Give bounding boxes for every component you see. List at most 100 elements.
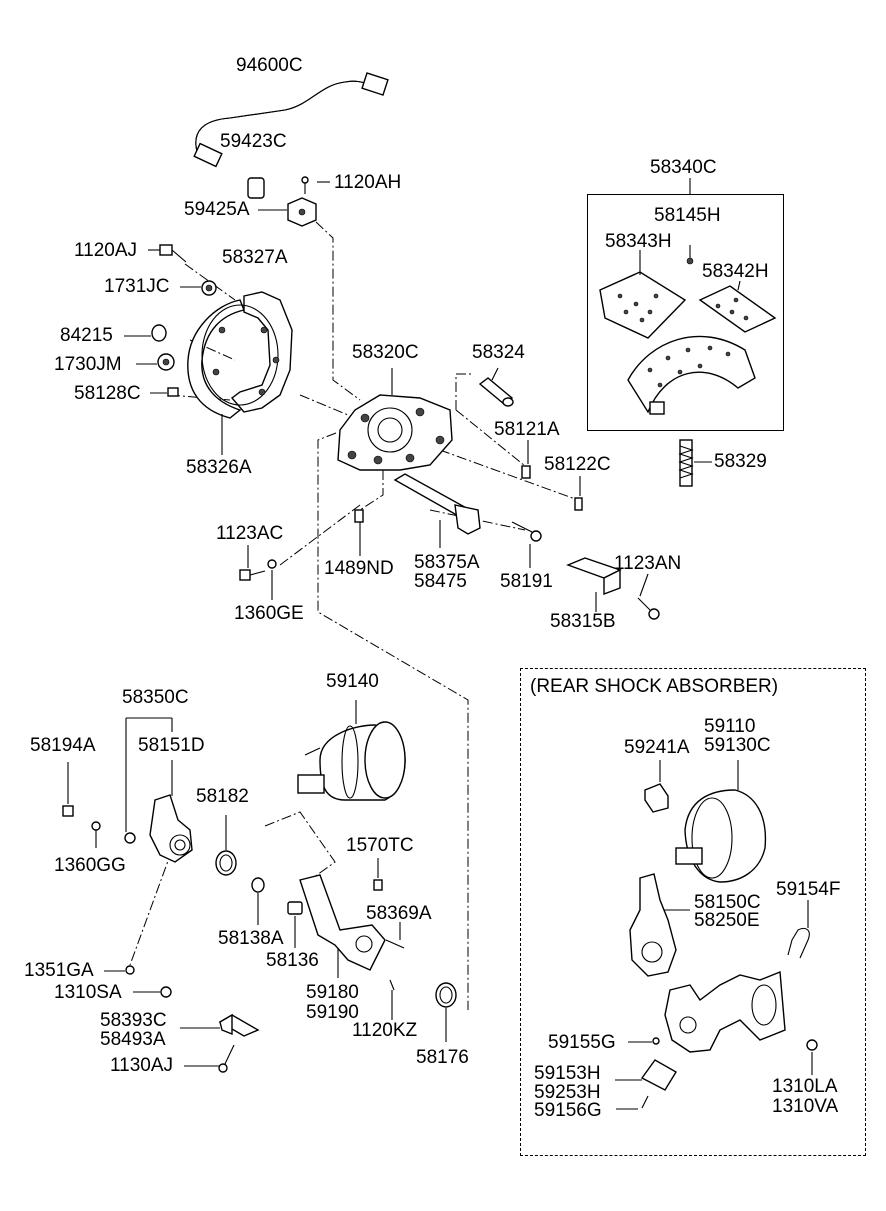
part-label-1310la[interactable]: 1310LA (772, 1076, 838, 1097)
part-label-1123ac[interactable]: 1123AC (216, 523, 284, 544)
part-label-58145h[interactable]: 58145H (654, 205, 721, 226)
fitting-59241a-drawing (644, 783, 669, 813)
nut-1310la-drawing (806, 1039, 818, 1051)
part-label-58138a[interactable]: 58138A (218, 928, 284, 949)
part-label-59425a[interactable]: 59425A (184, 199, 250, 220)
part-label-1120aj[interactable]: 1120AJ (74, 240, 138, 261)
part-label-58343h[interactable]: 58343H (605, 231, 672, 252)
part-label-1351ga[interactable]: 1351GA (24, 960, 94, 981)
pin-58324-drawing (478, 377, 514, 407)
backing-plate-drawing (187, 291, 293, 419)
part-label-59130c[interactable]: 59130C (704, 735, 771, 756)
bracket-59153h-drawing (640, 1059, 677, 1091)
brake-lining-drawing (599, 257, 777, 415)
part-label-58176[interactable]: 58176 (416, 1047, 469, 1068)
part-label-58350c[interactable]: 58350C (122, 687, 189, 708)
ring-58138a-drawing (251, 877, 265, 893)
bushing-58136-drawing (287, 901, 303, 915)
part-label-59155g[interactable]: 59155G (548, 1032, 616, 1053)
bolt-1123an-drawing (637, 597, 660, 620)
part-label-59140[interactable]: 59140 (326, 671, 379, 692)
u-bolt-59154f-drawing (787, 927, 810, 959)
part-label-58128c[interactable]: 58128C (74, 383, 141, 404)
washer-84215-drawing (151, 324, 167, 342)
part-label-1360ge[interactable]: 1360GE (234, 603, 304, 624)
part-label-58182[interactable]: 58182 (196, 786, 249, 807)
part-label-1120ah[interactable]: 1120AH (334, 172, 402, 193)
part-label-59156g[interactable]: 59156G (534, 1100, 602, 1121)
part-label-58315b[interactable]: 58315B (550, 611, 616, 632)
nut-59155g-drawing (652, 1037, 660, 1045)
part-label-84215[interactable]: 84215 (60, 325, 113, 346)
screw-1120ah-drawing (301, 176, 309, 194)
part-label-58250e[interactable]: 58250E (694, 910, 760, 931)
rear-chamber-59110-drawing (675, 789, 767, 883)
pin-58128c-drawing (167, 387, 179, 397)
spring-58329-drawing (678, 439, 694, 487)
part-label-1120kz[interactable]: 1120KZ (352, 1020, 418, 1041)
spider-58320c-drawing (337, 394, 453, 471)
part-label-58327a[interactable]: 58327A (222, 247, 288, 268)
screw-59156g-drawing (641, 1095, 649, 1109)
part-label-58121a[interactable]: 58121A (494, 419, 560, 440)
brake-chamber-59140-drawing (297, 721, 406, 801)
part-label-59423c[interactable]: 59423C (220, 131, 287, 152)
part-label-1310sa[interactable]: 1310SA (54, 982, 122, 1003)
bracket-59180-rear-drawing (664, 970, 786, 1053)
part-label-58493a[interactable]: 58493A (100, 1029, 166, 1050)
part-label-58136[interactable]: 58136 (266, 950, 319, 971)
bracket-58393c-drawing (218, 1013, 260, 1037)
rear-shock-absorber-box (520, 668, 866, 1156)
sleeve-drawing (247, 177, 265, 199)
screw-1130aj-drawing (218, 1044, 235, 1073)
part-label-59154f[interactable]: 59154F (776, 879, 841, 900)
slack-adjuster-58350c-drawing (124, 794, 193, 863)
clip-58121a-drawing (521, 465, 531, 479)
bolt-58191-drawing (511, 521, 542, 542)
part-label-1731jc[interactable]: 1731JC (104, 276, 170, 297)
screw-1120kz-drawing (389, 979, 395, 991)
part-label-59190[interactable]: 59190 (306, 1002, 359, 1023)
part-label-1360gg[interactable]: 1360GG (54, 855, 126, 876)
part-label-59253h[interactable]: 59253H (534, 1082, 601, 1103)
screw-58369a-drawing (385, 939, 405, 949)
part-label-59110[interactable]: 59110 (704, 716, 756, 737)
part-label-58369a[interactable]: 58369A (366, 903, 432, 924)
part-label-58320c[interactable]: 58320C (352, 342, 419, 363)
part-label-58151d[interactable]: 58151D (138, 735, 205, 756)
part-label-1730jm[interactable]: 1730JM (54, 354, 122, 375)
plate-58315b-drawing (566, 557, 622, 596)
part-label-58191[interactable]: 58191 (500, 571, 553, 592)
part-label-58340c[interactable]: 58340C (650, 157, 717, 178)
part-label-58324[interactable]: 58324 (472, 342, 525, 363)
part-label-1489nd[interactable]: 1489ND (324, 558, 394, 579)
sensor-cable-drawing (193, 72, 389, 168)
part-label-58194a[interactable]: 58194A (30, 735, 96, 756)
part-label-59180[interactable]: 59180 (306, 982, 359, 1003)
part-label-94600c[interactable]: 94600C (236, 55, 303, 76)
part-label-58475[interactable]: 58475 (414, 571, 467, 592)
cap-1360gg-drawing (91, 821, 101, 831)
camshaft-58375a-drawing (393, 473, 481, 535)
ring-58182-drawing (215, 850, 237, 876)
part-label-1570tc[interactable]: 1570TC (346, 835, 414, 856)
part-label-1123an[interactable]: 1123AN (614, 553, 682, 574)
part-label-58393c[interactable]: 58393C (100, 1010, 167, 1031)
part-label-58326a[interactable]: 58326A (186, 457, 252, 478)
nut-1351ga-drawing (125, 965, 135, 975)
part-label-58342h[interactable]: 58342H (702, 261, 769, 282)
part-label-1130aj[interactable]: 1130AJ (110, 1055, 174, 1076)
part-label-58329[interactable]: 58329 (714, 451, 767, 472)
clip-1489nd-drawing (354, 509, 364, 523)
part-label-58150c[interactable]: 58150C (694, 892, 761, 913)
brake-lining-kit-box (587, 194, 784, 431)
part-label-58375a[interactable]: 58375A (414, 552, 480, 573)
part-label-58122c[interactable]: 58122C (544, 454, 611, 475)
block-59425a-drawing (287, 197, 317, 227)
part-label-59241a[interactable]: 59241A (624, 737, 690, 758)
slack-adjuster-58150c-drawing (629, 873, 677, 977)
part-label-1310va[interactable]: 1310VA (772, 1096, 839, 1117)
part-label-59153h[interactable]: 59153H (534, 1063, 601, 1084)
